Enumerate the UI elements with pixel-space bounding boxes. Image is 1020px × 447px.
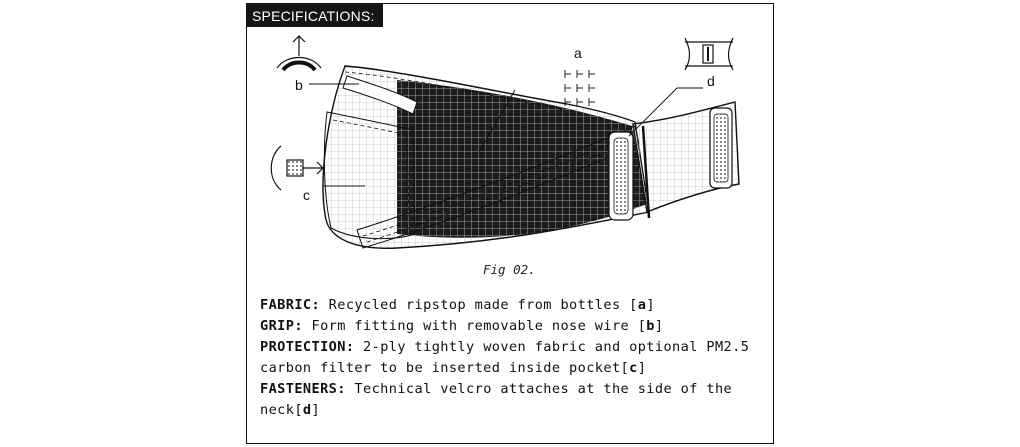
spec-text: Form fitting with removable nose wire [	[302, 318, 647, 334]
mask-illustration: a b c d	[270, 35, 740, 249]
spec-text-end: ]	[637, 360, 647, 376]
spec-text: 2-ply tightly woven fabric and optional …	[260, 339, 750, 376]
velcro-fastener-icon	[684, 37, 734, 71]
specification-panel: SPECIFICATIONS:	[246, 3, 774, 444]
section-title: SPECIFICATIONS:	[247, 4, 383, 27]
callout-c: c	[303, 187, 310, 203]
spec-key: PROTECTION:	[260, 339, 355, 355]
spec-text-end: ]	[654, 318, 664, 334]
spec-ref: a	[637, 297, 647, 313]
spec-text: Recycled ripstop made from bottles [	[320, 297, 638, 313]
spec-key: FASTENERS:	[260, 381, 346, 397]
spec-key: GRIP:	[260, 318, 303, 334]
spec-grip: GRIP: Form fitting with removable nose w…	[260, 316, 765, 337]
callout-b: b	[295, 77, 303, 93]
spec-text-end: ]	[646, 297, 655, 313]
ripstop-pattern-icon	[564, 70, 595, 106]
callout-d: d	[707, 73, 715, 89]
spec-protection: PROTECTION: 2-ply tightly woven fabric a…	[260, 337, 765, 379]
spec-text-end: ]	[311, 402, 321, 418]
spec-text: Technical velcro attaches at the side of…	[260, 381, 733, 418]
spec-ref: c	[629, 360, 638, 376]
spec-fabric: FABRIC: Recycled ripstop made from bottl…	[260, 295, 765, 316]
spec-key: FABRIC:	[260, 297, 321, 313]
spec-list: FABRIC: Recycled ripstop made from bottl…	[260, 295, 765, 421]
filter-insert-icon	[270, 145, 324, 191]
nose-wire-channel	[342, 75, 418, 115]
figure-caption: Fig 02.	[483, 262, 536, 277]
spec-ref: d	[302, 402, 312, 418]
spec-ref: b	[646, 318, 655, 334]
nose-grip-icon	[276, 35, 322, 72]
callout-a: a	[574, 45, 582, 61]
spec-fasteners: FASTENERS: Technical velcro attaches at …	[260, 379, 765, 421]
